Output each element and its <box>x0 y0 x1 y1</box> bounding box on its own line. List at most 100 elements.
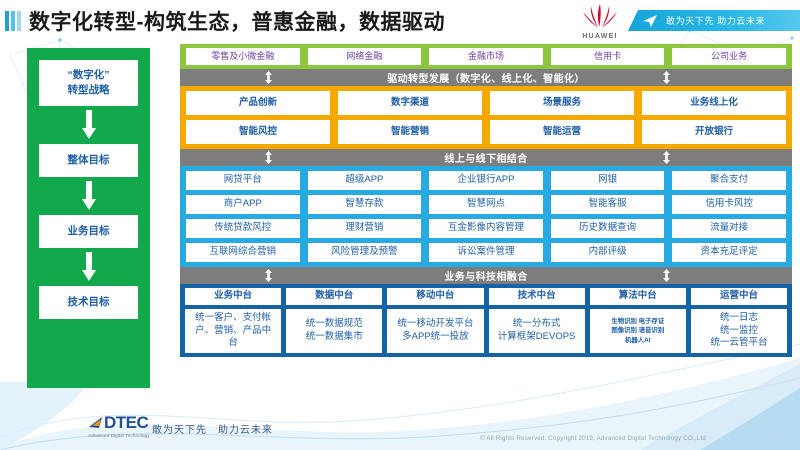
platform-header-row: 业务中台数据中台移动中台技术中台算法中台运营中台 <box>185 288 788 305</box>
online-cell[interactable]: 资本充足评定 <box>672 243 786 262</box>
online-cell[interactable]: 智能客服 <box>550 195 665 214</box>
drive-cell[interactable]: 开放银行 <box>642 120 786 144</box>
online-cell[interactable]: 互金影像内容管理 <box>429 219 543 238</box>
online-cell[interactable]: 企业银行APP <box>429 171 543 190</box>
online-cell[interactable]: 传统贷款风控 <box>186 219 300 238</box>
page-title: 数字化转型-构筑生态，普惠金融，数据驱动 <box>29 11 445 34</box>
platform-body-cell[interactable]: 生物识别 电子存证图像识别 语音识别机器人AI <box>589 309 686 353</box>
connector-label: 业务与科技相融合 <box>444 272 528 283</box>
drive-cell[interactable]: 智能运营 <box>490 120 634 144</box>
business-line-cell[interactable]: 网络金融 <box>307 48 422 65</box>
platform-header-cell[interactable]: 技术中台 <box>488 288 585 305</box>
online-cell[interactable]: 内部评级 <box>550 243 665 262</box>
drive-cell[interactable]: 智能风控 <box>186 120 330 144</box>
connector-business-tech: 业务与科技相融合 <box>180 267 792 284</box>
platform-body-line: 统一日志 <box>719 311 758 323</box>
platform-band: 业务中台数据中台移动中台技术中台算法中台运营中台 统一客户、支付帐户、营销、产品… <box>180 284 792 357</box>
double-arrow-icon <box>265 151 272 164</box>
down-arrow-icon <box>81 252 96 282</box>
online-cell[interactable]: 流量对接 <box>672 219 786 238</box>
online-cell[interactable]: 智慧网点 <box>429 195 543 214</box>
platform-body-line: 台 <box>228 337 238 349</box>
platform-body-cell[interactable]: 统一数据规范统一数据集市 <box>286 309 383 353</box>
drive-transformation-band: 产品创新数字渠道场景服务业务线上化智能风控智能营销智能运营开放银行 <box>180 86 792 149</box>
page-number: 10 <box>767 429 782 444</box>
sidebar-item-label: “数字化”转型战略 <box>67 68 110 96</box>
down-arrow-icon <box>81 110 96 140</box>
copyright-text: © All Rights Reserved. Copyright 2019, A… <box>480 435 706 442</box>
sidebar-item-strategy[interactable]: “数字化”转型战略 <box>39 60 138 106</box>
down-arrow-icon <box>81 181 96 211</box>
business-line-cell[interactable]: 信用卡 <box>550 48 665 65</box>
connector-label: 线上与线下相结合 <box>444 154 528 165</box>
huawei-flower-icon <box>583 4 617 28</box>
online-cell[interactable]: 商户APP <box>186 195 300 214</box>
platform-body-line: 统一移动开发平台 <box>397 318 474 330</box>
platform-header-cell[interactable]: 数据中台 <box>286 288 383 305</box>
platform-body-row: 统一客户、支付帐户、营销、产品中台统一数据规范统一数据集市统一移动开发平台多AP… <box>185 309 788 353</box>
platform-header-cell[interactable]: 移动中台 <box>387 288 484 305</box>
platform-body-line: 机器人AI <box>624 336 651 344</box>
dtec-mark-icon <box>89 417 102 428</box>
connector-label: 驱动转型发展（数字化、线上化、智能化） <box>387 74 585 85</box>
double-arrow-icon <box>663 71 670 84</box>
drive-cell[interactable]: 数字渠道 <box>338 91 482 115</box>
platform-header-cell[interactable]: 业务中台 <box>185 288 282 305</box>
drive-cell[interactable]: 场景服务 <box>490 91 634 115</box>
online-cell[interactable]: 超级APP <box>307 171 422 190</box>
online-cell[interactable]: 诉讼案件管理 <box>429 243 543 262</box>
platform-header-cell[interactable]: 算法中台 <box>589 288 686 305</box>
slide-footer: DTEC Advanced Digital Technology 敢为天下先 助… <box>0 398 800 450</box>
sidebar-item-business-goal[interactable]: 业务目标 <box>39 215 138 248</box>
double-arrow-icon <box>663 151 670 164</box>
platform-body-line: 统一分布式 <box>512 318 561 330</box>
campaign-banner: 敢为天下先 助力云未来 <box>628 10 800 31</box>
platform-body-cell[interactable]: 统一日志统一监控统一云管平台 <box>690 309 788 353</box>
platform-body-line: 统一监控 <box>719 324 758 336</box>
drive-cell[interactable]: 产品创新 <box>186 91 330 115</box>
connector-online-offline: 线上与线下相结合 <box>180 149 792 166</box>
business-lines-band: 零售及小微金融网络金融金融市场信用卡公司业务 <box>180 44 792 69</box>
business-line-cell[interactable]: 金融市场 <box>429 48 543 65</box>
online-cell[interactable]: 理财营销 <box>307 219 422 238</box>
platform-body-cell[interactable]: 统一移动开发平台多APP统一投放 <box>387 309 484 353</box>
business-lines-row: 零售及小微金融网络金融金融市场信用卡公司业务 <box>186 48 786 65</box>
huawei-wordmark: HUAWEI <box>582 33 618 40</box>
banner-text: 敢为天下先 助力云未来 <box>666 16 766 26</box>
platform-body-line: 计算框架DEVOPS <box>497 331 576 342</box>
online-cell[interactable]: 信用卡风控 <box>672 195 786 214</box>
drive-cell[interactable]: 业务线上化 <box>642 91 786 115</box>
drive-cell[interactable]: 智能营销 <box>338 120 482 144</box>
platform-body-line: 户、营销、产品中 <box>195 324 272 336</box>
online-offline-band: 网贷平台超级APP 企业银行APP 网银聚合支付商户APP 智慧存款智慧网点智能客服信… <box>180 166 792 267</box>
online-row: 商户APP 智慧存款智慧网点智能客服信用卡风控 <box>186 195 786 214</box>
business-line-cell[interactable]: 零售及小微金融 <box>186 48 300 65</box>
strategy-sidebar: “数字化”转型战略 整体目标 业务目标 技术目标 <box>27 48 150 388</box>
online-cell[interactable]: 聚合支付 <box>672 171 786 190</box>
sidebar-item-overall-goal[interactable]: 整体目标 <box>39 144 138 177</box>
platform-header-cell[interactable]: 运营中台 <box>690 288 788 305</box>
online-cell[interactable]: 网银 <box>550 171 665 190</box>
dtec-logo: DTEC Advanced Digital Technology <box>88 414 150 438</box>
online-row: 互联网综合营销风险管理及预警诉讼案件管理内部评级资本充足评定 <box>186 243 786 262</box>
platform-body-line: 多APP统一投放 <box>402 331 469 342</box>
online-row: 网贷平台超级APP 企业银行APP 网银聚合支付 <box>186 171 786 190</box>
double-arrow-icon <box>265 269 272 282</box>
online-cell[interactable]: 智慧存款 <box>307 195 422 214</box>
paper-plane-icon <box>643 14 657 27</box>
platform-body-cell[interactable]: 统一分布式计算框架DEVOPS <box>488 309 585 353</box>
platform-body-line: 统一数据规范 <box>305 318 363 330</box>
slide-header: 数字化转型-构筑生态，普惠金融，数据驱动 HUAWEI 敢为天下先 助力云未来 <box>0 0 800 42</box>
platform-body-line: 生物识别 电子存证 <box>611 317 665 325</box>
platform-body-line: 统一客户、支付帐 <box>195 311 272 323</box>
online-cell[interactable]: 互联网综合营销 <box>186 243 300 262</box>
online-cell[interactable]: 历史数据查询 <box>550 219 665 238</box>
business-line-cell[interactable]: 公司业务 <box>672 48 786 65</box>
platform-body-cell[interactable]: 统一客户、支付帐户、营销、产品中台 <box>185 309 282 353</box>
double-arrow-icon <box>265 71 272 84</box>
double-arrow-icon <box>663 269 670 282</box>
online-cell[interactable]: 网贷平台 <box>186 171 300 190</box>
sidebar-item-tech-goal[interactable]: 技术目标 <box>39 286 138 319</box>
online-cell[interactable]: 风险管理及预警 <box>307 243 422 262</box>
